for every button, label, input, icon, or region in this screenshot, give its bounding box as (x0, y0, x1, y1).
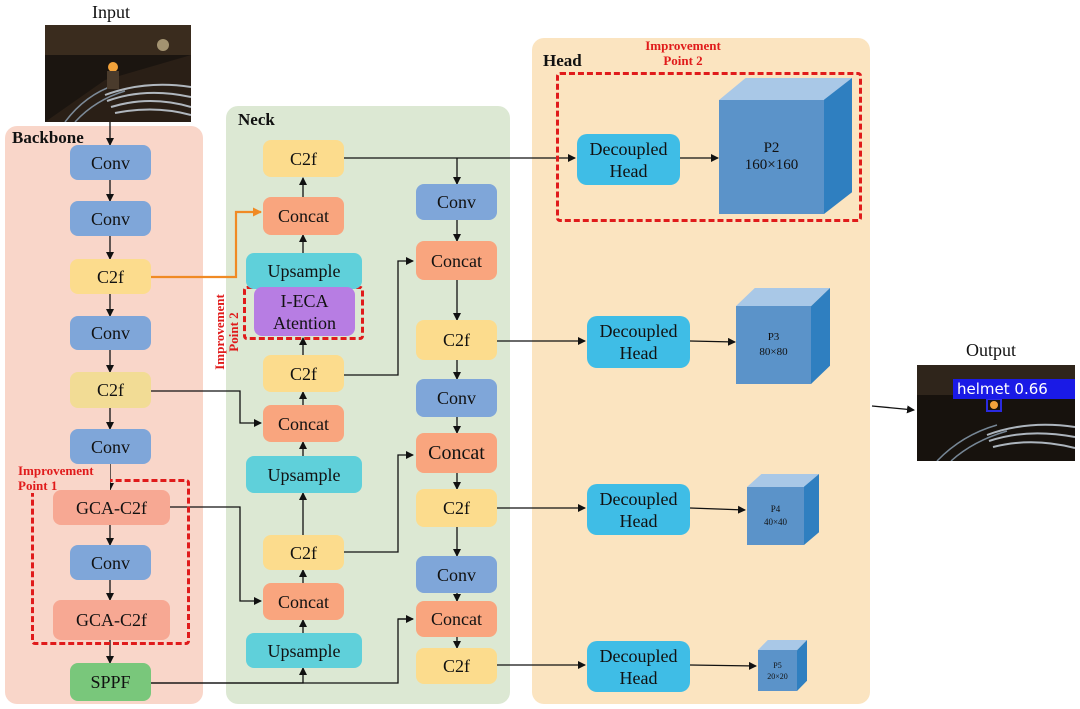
backbone-gca-c2f-1: GCA-C2f (53, 490, 170, 525)
neck-concat-6: Concat (416, 601, 497, 637)
neck-conv-3: Conv (416, 556, 497, 593)
improvement-point2-head-label: Improvement Point 2 (645, 38, 721, 68)
detection-label-box: helmet 0.66 (953, 379, 1075, 399)
output-image: helmet 0.66 (917, 365, 1075, 461)
neck-upsample-3: Upsample (246, 633, 362, 668)
neck-concat-4: Concat (416, 241, 497, 280)
input-image (45, 25, 191, 122)
neck-c2f-top: C2f (263, 140, 344, 177)
output-cube-p5: P5 20×20 (758, 640, 807, 691)
output-p5-name: P5 (773, 660, 782, 670)
neck-c2f-6: C2f (416, 648, 497, 684)
improvement-point1-label: Improvement Point 1 (18, 463, 110, 493)
neck-ieca-attention: I-ECA Atention (254, 287, 355, 336)
improvement-point2-neck-label: Improvement Point 2 (212, 294, 241, 370)
input-caption: Input (92, 2, 130, 22)
neck-title: Neck (238, 110, 275, 129)
neck-upsample-1: Upsample (246, 253, 362, 289)
decoupled-head-p4: Decoupled Head (587, 484, 690, 535)
backbone-sppf: SPPF (70, 663, 151, 701)
decoupled-head-p2: Decoupled Head (577, 134, 680, 185)
neck-conv-2: Conv (416, 379, 497, 417)
neck-concat-2: Concat (263, 405, 344, 442)
backbone-conv-5: Conv (70, 545, 151, 580)
output-p3-size: 80×80 (759, 346, 788, 358)
backbone-c2f-1: C2f (70, 259, 151, 294)
decoupled-head-p5: Decoupled Head (587, 641, 690, 692)
output-p2-size: 160×160 (744, 157, 799, 173)
output-cube-p2: P2 160×160 (719, 78, 852, 214)
backbone-conv-3: Conv (70, 316, 151, 350)
backbone-conv-1: Conv (70, 145, 151, 180)
backbone-title: Backbone (12, 128, 84, 147)
neck-c2f-4: C2f (416, 320, 497, 360)
backbone-c2f-2: C2f (70, 372, 151, 408)
neck-concat-3: Concat (263, 583, 344, 620)
improvement-point2-head-box (556, 72, 862, 222)
output-p4-name: P4 (770, 504, 781, 514)
output-p3-name: P3 (767, 331, 780, 343)
output-caption: Output (966, 340, 1017, 360)
decoupled-head-p3: Decoupled Head (587, 316, 690, 368)
output-cube-p3: P3 80×80 (736, 288, 830, 384)
improvement-point1-box (31, 479, 190, 645)
backbone-gca-c2f-2: GCA-C2f (53, 600, 170, 640)
backbone-conv-2: Conv (70, 201, 151, 236)
neck-concat-1: Concat (263, 197, 344, 235)
backbone-conv-4: Conv (70, 429, 151, 464)
output-p5-size: 20×20 (767, 671, 788, 681)
neck-concat-5: Concat (416, 433, 497, 473)
head-title: Head (543, 51, 582, 70)
detection-class: helmet (957, 380, 1010, 398)
neck-c2f-3: C2f (263, 535, 344, 570)
output-p2-name: P2 (763, 140, 780, 156)
neck-c2f-5: C2f (416, 489, 497, 527)
neck-upsample-2: Upsample (246, 456, 362, 493)
output-p4-size: 40×40 (763, 517, 788, 527)
output-cube-p4: P4 40×40 (747, 474, 819, 545)
detection-score: 0.66 (1014, 380, 1048, 398)
neck-conv-1: Conv (416, 184, 497, 220)
neck-c2f-2: C2f (263, 355, 344, 392)
